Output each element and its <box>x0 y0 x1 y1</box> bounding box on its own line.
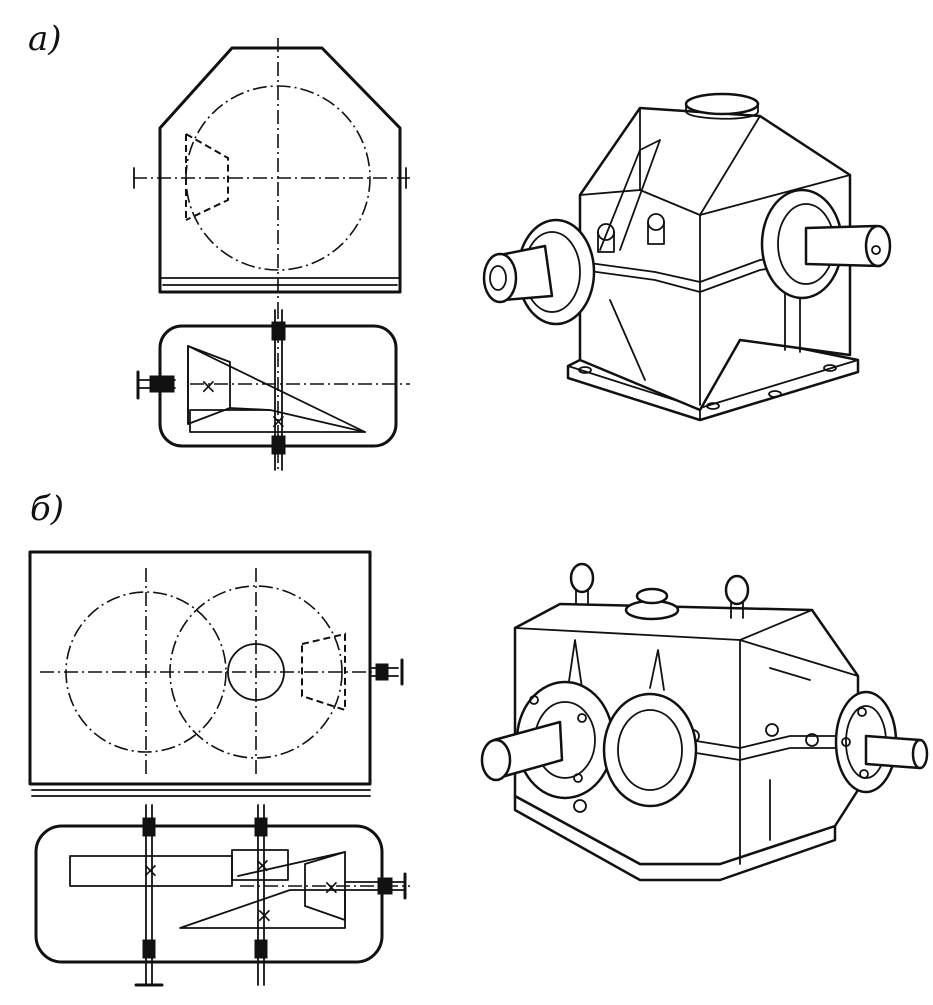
bevel-reducer-kinematic-scheme: × × <box>136 305 410 472</box>
label-a: а) <box>28 19 62 59</box>
cross-mark-b1: × <box>142 858 159 882</box>
cross-mark-b4: × <box>323 875 340 899</box>
cross-mark-a2: × <box>270 409 287 433</box>
cross-mark-a1: × <box>200 374 217 398</box>
bevel-spur-reducer-perspective <box>480 562 929 882</box>
bevel-spur-reducer-kinematic-scheme: × × × × <box>34 804 410 987</box>
bevel-spur-reducer-front-view <box>28 550 404 797</box>
cross-mark-b2: × <box>254 853 271 877</box>
bevel-reducer-perspective <box>482 92 892 422</box>
bevel-reducer-front-view <box>133 38 410 305</box>
label-b: б) <box>30 489 64 529</box>
cross-mark-b3: × <box>256 903 273 927</box>
